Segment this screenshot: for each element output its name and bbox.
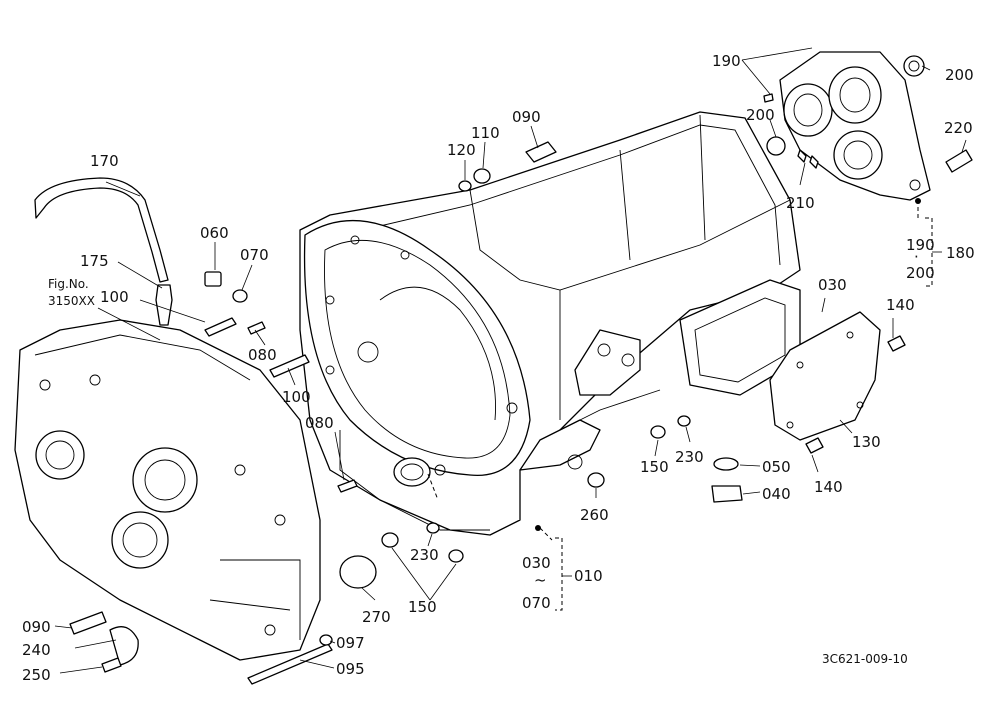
label-060: 060 (200, 224, 229, 242)
label-190-b: 190 (906, 236, 935, 254)
label-250: 250 (22, 666, 51, 684)
label-210: 210 (786, 194, 815, 212)
transmission-case (299, 111, 801, 536)
label-100-b: 100 (282, 388, 311, 406)
label-220: 220 (944, 119, 973, 137)
label-140-a: 140 (886, 296, 915, 314)
label-240: 240 (22, 641, 51, 659)
label-130: 130 (852, 433, 881, 451)
label-150-b: 150 (408, 598, 437, 616)
fig-ref-line2: 3150XX (48, 294, 95, 308)
label-100-a: 100 (100, 288, 129, 306)
part-labels: 170 175 Fig.No. 3150XX 100 060 070 080 1… (22, 52, 975, 684)
label-230-b: 230 (410, 546, 439, 564)
breather-hose (34, 177, 173, 326)
label-010: 010 (574, 567, 603, 585)
label-095: 095 (336, 660, 365, 678)
label-270: 270 (362, 608, 391, 626)
label-170: 170 (90, 152, 119, 170)
label-200-b: 200 (746, 106, 775, 124)
label-140-b: 140 (814, 478, 843, 496)
label-070-a: 070 (240, 246, 269, 264)
label-090-a: 090 (512, 108, 541, 126)
label-120: 120 (447, 141, 476, 159)
label-097: 097 (336, 634, 365, 652)
leader-lines (54, 47, 967, 674)
small-parts (69, 55, 973, 685)
label-040: 040 (762, 485, 791, 503)
label-080-b: 080 (305, 414, 334, 432)
label-200-a: 200 (945, 66, 974, 84)
label-150-a: 150 (640, 458, 669, 476)
label-030-b: 030 (522, 554, 551, 572)
tilde-separator: ~ (534, 571, 547, 589)
front-gear-case (14, 319, 321, 661)
rear-cover-plate (769, 311, 881, 441)
reference-dots (535, 198, 921, 531)
label-180: 180 (946, 244, 975, 262)
label-080-a: 080 (248, 346, 277, 364)
label-200-c: 200 (906, 264, 935, 282)
label-070-b: 070 (522, 594, 551, 612)
label-175: 175 (80, 252, 109, 270)
label-230-a: 230 (675, 448, 704, 466)
label-110: 110 (471, 124, 500, 142)
label-050: 050 (762, 458, 791, 476)
dot-separator: · (914, 248, 919, 266)
label-090-b: 090 (22, 618, 51, 636)
label-190-a: 190 (712, 52, 741, 70)
label-260: 260 (580, 506, 609, 524)
drawing-number: 3C621-009-10 (822, 652, 908, 666)
label-030-a: 030 (818, 276, 847, 294)
fig-ref-line1: Fig.No. (48, 277, 89, 291)
